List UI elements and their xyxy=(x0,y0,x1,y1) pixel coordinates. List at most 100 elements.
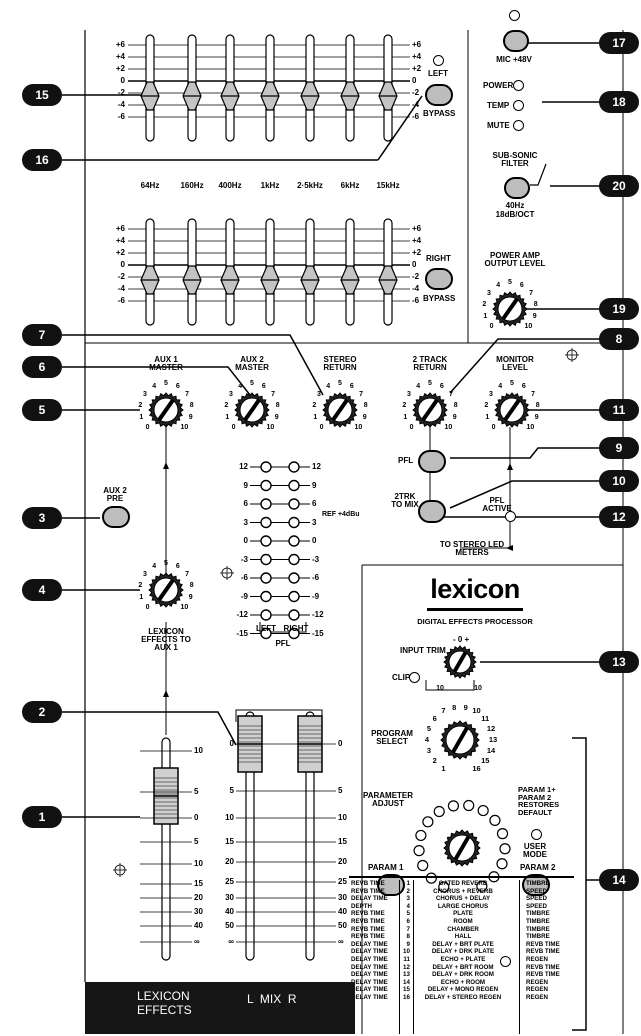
aux2-master-knob-scale-1: 1 xyxy=(225,414,230,422)
meter-level-right: -3 xyxy=(312,554,320,564)
two-track-return-knob xyxy=(412,392,448,428)
aux1-master-knob-scale-3: 3 xyxy=(143,390,147,398)
program-name-cell: DELAY + BRT ROOM xyxy=(432,963,494,971)
aux2-master-knob-scale-4: 4 xyxy=(238,382,243,390)
meter-led-left xyxy=(260,461,272,473)
meter-led-right xyxy=(288,627,300,640)
power-led xyxy=(513,80,524,91)
program-param1-cell: REVB TIME xyxy=(351,933,385,941)
mute-label: MUTE xyxy=(487,121,510,130)
eq-left-label: LEFT xyxy=(428,69,448,78)
callout-13: 13 xyxy=(599,651,639,673)
aux1-master-label: AUX 1 MASTER xyxy=(149,355,183,372)
program-number-12: 12 xyxy=(486,723,496,733)
stereo-return-knob-pointer xyxy=(331,399,349,421)
meter-pfl-label: PFL xyxy=(275,639,291,648)
program-number-cell: 9 xyxy=(406,940,410,948)
two-track-return-knob-scale-7: 7 xyxy=(449,390,453,398)
eq-left-bypass-label: BYPASS xyxy=(423,109,456,118)
subsonic-spec-1: 40Hz xyxy=(505,201,525,210)
right-bypass-button[interactable] xyxy=(425,268,453,290)
program-number-16: 16 xyxy=(472,763,481,773)
power-amp-level-knob-scale-6: 6 xyxy=(519,281,524,289)
two-track-return-knob-scale-3: 3 xyxy=(407,390,411,398)
aux2-master-knob-scale-9: 9 xyxy=(274,414,279,422)
program-select-knob-pointer xyxy=(451,726,469,754)
meter-led-right xyxy=(288,498,300,510)
callout-3: 3 xyxy=(22,507,62,529)
two-track-return-knob-scale-8: 8 xyxy=(453,401,458,409)
stereo-return-knob-scale-5: 5 xyxy=(338,380,342,387)
lexicon-aux1-knob xyxy=(148,572,184,608)
program-param2-cell: TIMBRE xyxy=(526,880,550,887)
mix-fader-scale-right-0: 0 xyxy=(338,739,343,748)
eq-right-scale-left: +4 xyxy=(115,236,125,245)
program-name-cell: DELAY + MONO REGEN xyxy=(427,986,499,994)
param1-button[interactable] xyxy=(377,874,405,896)
program-param2-cell: REVB TIME xyxy=(526,940,560,948)
meter-led-left xyxy=(260,498,272,510)
program-param2-cell: TIMBRE xyxy=(526,910,550,918)
meter-level-right: 3 xyxy=(312,517,317,527)
power-amp-level-knob-scale-7: 7 xyxy=(529,289,533,297)
two-track-return-knob-scale-2: 2 xyxy=(402,401,407,409)
eq-right-scale-right: -6 xyxy=(412,296,420,305)
eq-freq-label: 6kHz xyxy=(340,181,360,190)
left-bypass-button[interactable] xyxy=(425,84,453,106)
mic-48v-button[interactable] xyxy=(503,30,529,52)
parameter-led-12 xyxy=(499,843,511,855)
program-name-cell: CHORUS + DELAY xyxy=(435,895,491,903)
program-number-cell: 10 xyxy=(403,948,410,956)
callout-11: 11 xyxy=(599,399,639,421)
lex-fader-scale-3: 5 xyxy=(194,837,199,846)
stereo-return-knob xyxy=(322,392,358,428)
mix-fader-scale-right-7: 40 xyxy=(338,907,347,916)
subsonic-filter-button[interactable] xyxy=(504,177,530,199)
power-amp-level-knob-scale-2: 2 xyxy=(482,300,487,308)
user-mode-label: USER MODE xyxy=(523,842,547,859)
meter-level-left: 0 xyxy=(243,536,248,545)
lexicon-aux1-knob-scale-10: 10 xyxy=(180,604,189,612)
eq-left-scale-right: -4 xyxy=(412,100,420,109)
lexicon-aux1-knob-scale-1: 1 xyxy=(139,594,144,602)
program-param1-cell: DELAY TIME xyxy=(351,971,388,979)
parameter-led-3 xyxy=(413,845,425,857)
mix-fader-scale-right-2: 10 xyxy=(338,813,347,822)
program-number-cell: 14 xyxy=(403,978,410,986)
aux2-master-knob xyxy=(234,392,270,428)
eq-left-scale-left: 0 xyxy=(120,76,125,85)
lexicon-subtitle: DIGITAL EFFECTS PROCESSOR xyxy=(417,617,533,626)
two-track-return-knob-scale-6: 6 xyxy=(439,382,444,390)
program-param1-cell: DELAY TIME xyxy=(351,986,388,994)
aux2-master-knob-scale-10: 10 xyxy=(266,424,275,432)
mix-fader-scale-left-3: 15 xyxy=(225,837,234,846)
aux1-master-knob-scale-5: 5 xyxy=(164,380,168,387)
meter-led-right xyxy=(288,516,300,529)
eq-left-scale-left: +2 xyxy=(115,64,125,73)
eq-right-label: RIGHT xyxy=(426,254,451,263)
aux2-pre-button[interactable] xyxy=(102,506,130,528)
power-amp-level-knob-scale-3: 3 xyxy=(487,289,491,297)
param2-button[interactable] xyxy=(522,874,550,896)
clip-label: CLIP xyxy=(392,673,411,682)
program-number-cell: 3 xyxy=(406,895,410,903)
meter-led-right xyxy=(288,590,300,603)
aux1-master-knob-scale-4: 4 xyxy=(152,382,157,390)
mix-fader-scale-left-2: 10 xyxy=(225,813,234,822)
parameter-led-0 xyxy=(438,881,450,893)
two-track-return-knob-scale-10: 10 xyxy=(444,424,453,432)
power-amp-level-knob-scale-0: 0 xyxy=(489,323,494,331)
program-param1-cell: REVB TIME xyxy=(351,910,385,918)
parameter-led-4 xyxy=(415,829,427,842)
user-mode-led xyxy=(531,829,542,840)
program-param1-cell: DELAY TIME xyxy=(351,993,388,1001)
lex-fader-scale-4: 10 xyxy=(194,859,203,868)
eq-right-scale-right: -4 xyxy=(412,284,420,293)
lex-fader-scale-0: 10 xyxy=(194,746,203,755)
two-trk-to-mix-button[interactable] xyxy=(418,500,446,523)
program-name-cell: PLATE xyxy=(453,910,473,918)
meter-right-label: RIGHT xyxy=(283,624,309,633)
pfl-button[interactable] xyxy=(418,450,446,473)
stereo-return-knob-scale-2: 2 xyxy=(312,401,317,409)
meter-level-right: 0 xyxy=(312,536,317,545)
